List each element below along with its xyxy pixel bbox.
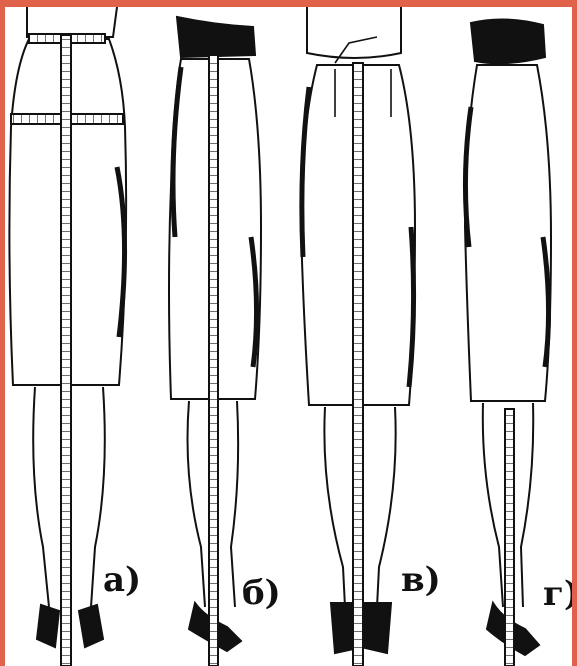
figure-v-blouse	[307, 7, 401, 58]
figure-a-blouse	[27, 7, 117, 37]
figure-a-shoe-right	[79, 605, 103, 647]
figure-g: г)	[465, 19, 572, 666]
figure-g-length-tape	[505, 409, 514, 666]
figure-a-label: а)	[103, 560, 141, 600]
figure-b-blouse	[177, 17, 255, 57]
figure-b-label: б)	[242, 573, 281, 613]
figure-v-length-tape	[353, 63, 363, 666]
figure-a-length-tape	[61, 35, 71, 666]
figure-b: б)	[169, 17, 281, 666]
figure-a: а)	[9, 7, 141, 666]
figure-v: в)	[301, 7, 441, 666]
figure-v-label: в)	[401, 560, 441, 600]
skirt-measurement-illustration: а) б) в) г)	[5, 7, 572, 666]
figure-g-label: г)	[543, 574, 572, 614]
figure-b-length-tape	[209, 55, 218, 666]
figure-a-shoe-left	[37, 605, 59, 647]
figure-g-skirt	[465, 65, 551, 401]
figure-g-blouse	[471, 19, 545, 63]
